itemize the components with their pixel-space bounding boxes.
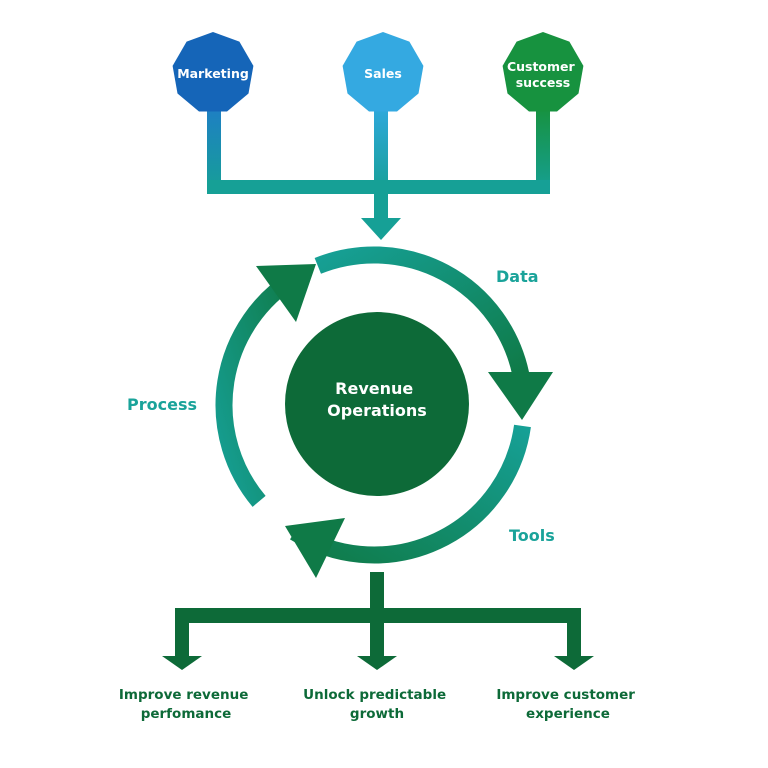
marketing-stem [207, 108, 221, 194]
cycle-label-data: Data [496, 267, 539, 286]
output-right-stem [567, 608, 581, 658]
process-arrowhead-icon [256, 264, 316, 322]
sales-label: Sales [364, 66, 402, 81]
customer-success-stem [536, 108, 550, 194]
cycle-arc-tools [290, 424, 531, 564]
cycle-arc-data [314, 246, 530, 376]
input-node-customer-success: Customer success [502, 32, 584, 112]
customer-success-octagon [502, 32, 584, 112]
center-node: Revenue Operations [285, 312, 469, 496]
output-left-stem [175, 608, 189, 658]
center-label: Revenue Operations [327, 379, 427, 420]
outcome-arrow-center-icon [357, 656, 397, 670]
input-connectors [207, 108, 550, 240]
sales-stem [374, 108, 388, 194]
input-node-sales: Sales [342, 32, 424, 112]
input-down-stem [374, 190, 388, 220]
cycle-label-process: Process [127, 395, 197, 414]
marketing-octagon [172, 32, 254, 112]
cycle: Data Tools Process [127, 246, 555, 578]
input-node-marketing: Marketing [172, 32, 254, 112]
input-merge-bar [207, 180, 550, 194]
input-down-arrow-icon [361, 218, 401, 240]
data-arrowhead-icon [488, 372, 553, 420]
outcomes: Improve revenue perfomance Unlock predic… [119, 687, 639, 722]
sales-octagon [342, 32, 424, 112]
outcome-growth: Unlock predictable growth [303, 687, 451, 722]
center-circle [285, 312, 469, 496]
outcome-arrow-right-icon [554, 656, 594, 670]
customer-success-label: Customer success [507, 59, 579, 90]
outcome-experience: Improve customer experience [496, 687, 639, 722]
cycle-label-tools: Tools [509, 526, 555, 545]
output-connectors [162, 572, 594, 670]
output-split-bar [175, 608, 581, 623]
outcome-revenue: Improve revenue perfomance [119, 687, 253, 722]
cycle-arc-process [215, 270, 300, 507]
tools-arrowhead-icon [285, 518, 345, 578]
outcome-arrow-left-icon [162, 656, 202, 670]
marketing-label: Marketing [177, 66, 249, 81]
